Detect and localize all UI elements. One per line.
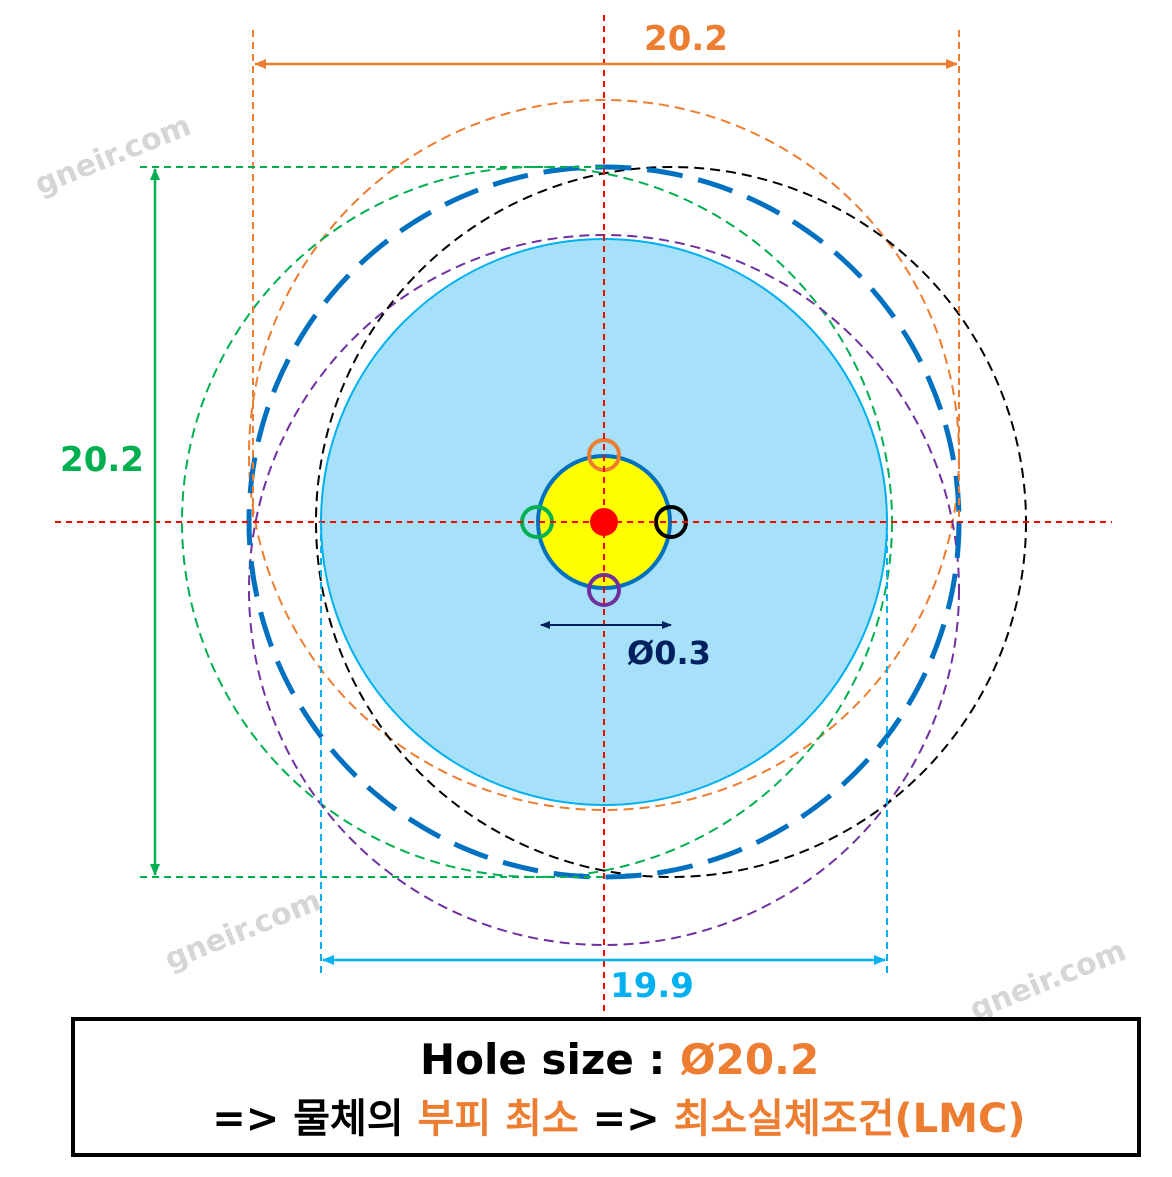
caption-volume-min: 부피 최소	[418, 1096, 579, 1142]
caption-line-1: Hole size : Ø20.2	[347, 1035, 863, 1084]
tolerance-dimension-label: Ø0.3	[627, 634, 711, 672]
caption-object-text: 물체의	[293, 1096, 417, 1142]
caption-arrow-1: =>	[212, 1096, 293, 1142]
watermark: gneir.com	[965, 933, 1131, 1027]
watermark: gneir.com	[30, 108, 196, 202]
caption-hole-size-value: Ø20.2	[680, 1035, 819, 1084]
caption-box	[71, 1017, 1141, 1157]
caption-line-2: => 물체의 부피 최소 => 최소실체조건(LMC)	[143, 1096, 1068, 1142]
purple-center-marker	[587, 573, 621, 607]
caption-lmc: 최소실체조건(LMC)	[674, 1096, 1026, 1142]
left-dimension-label: 20.2	[60, 440, 144, 480]
caption-hole-size-label: Hole size :	[420, 1035, 680, 1084]
caption-arrow-2: =>	[579, 1096, 674, 1142]
bottom-dimension-label: 19.9	[610, 966, 694, 1006]
watermark: gneir.com	[160, 883, 326, 977]
top-dimension-label: 20.2	[644, 19, 728, 59]
